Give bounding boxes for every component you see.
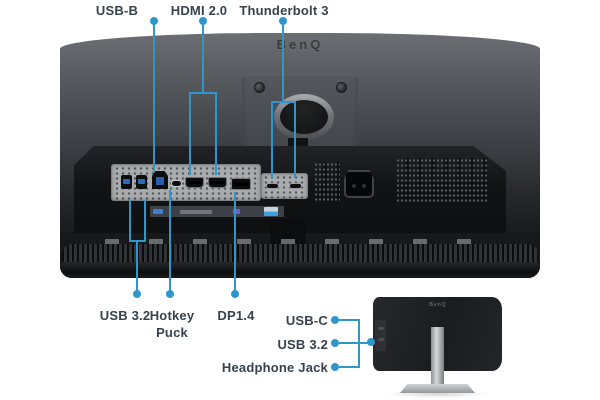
- info-label-strip: [150, 206, 284, 217]
- hdmi-callout-line-1: [189, 92, 191, 175]
- small-monitor-shadow: [386, 390, 488, 398]
- hotkey-callout-line: [169, 190, 171, 292]
- side-ports-target-dot: [367, 338, 375, 346]
- stand-mount-hole: [280, 100, 328, 134]
- displayport-port-icon: [231, 178, 251, 190]
- usb32-callout-stem: [136, 240, 138, 292]
- hdmi-port-icon: [208, 177, 227, 188]
- benq-logo-main: BenQ: [276, 37, 324, 52]
- label-text-marks: [180, 210, 212, 214]
- hotkey-callout-dot: [166, 290, 174, 298]
- label-chip: [153, 209, 163, 214]
- stand-base: [400, 384, 475, 393]
- usb32-callout-line-1: [129, 200, 131, 242]
- bottom-edge-tabs: [105, 239, 497, 244]
- side-port-slot: [378, 327, 384, 330]
- headphone-callout-dot: [331, 363, 339, 371]
- side-io-cover: [375, 320, 386, 351]
- vent-grid-right: [396, 158, 488, 204]
- callout-label-thunderbolt: Thunderbolt 3: [239, 3, 329, 18]
- thunderbolt3-port-icon: [266, 183, 279, 189]
- headphone-callout-line: [339, 366, 360, 368]
- callout-label-usb32-side: USB 3.2: [277, 337, 328, 352]
- thunderbolt3-port-icon: [289, 183, 302, 189]
- thunderbolt-callout-line-2: [294, 101, 296, 178]
- hotkey-puck-port-icon: [171, 180, 182, 187]
- usb-b-callout-line: [153, 23, 155, 172]
- usb-b-callout-dot: [150, 17, 158, 25]
- callout-label-hdmi: HDMI 2.0: [170, 3, 228, 18]
- benq-logo-small: BenQ: [429, 302, 447, 308]
- kensington-lock-icon: [509, 188, 514, 201]
- callout-label-hotkey-puck: Hotkey Puck: [149, 308, 195, 340]
- callout-label-usb-b: USB-B: [95, 3, 139, 18]
- usb-a-port-icon: [121, 175, 132, 189]
- stand-column: [431, 327, 444, 387]
- main-monitor-rear: BenQ: [60, 33, 540, 278]
- usb-b-port-icon: [152, 171, 168, 189]
- thunderbolt-callout-stem: [282, 23, 284, 103]
- hdmi-callout-dot: [199, 17, 207, 25]
- usb32-callout-dot: [133, 290, 141, 298]
- label-chip: [233, 209, 240, 214]
- side-callout-stem: [358, 342, 370, 344]
- usb32-side-callout-line: [339, 342, 360, 344]
- dp-callout-dot: [231, 290, 239, 298]
- vesa-screw-right-icon: [336, 82, 347, 93]
- usb32-side-callout-dot: [331, 339, 339, 347]
- callout-label-headphone-jack: Headphone Jack: [221, 360, 328, 375]
- vent-grid-left: [314, 162, 340, 202]
- hdmi-port-icon: [185, 177, 204, 188]
- thunderbolt-callout-bracket: [271, 101, 296, 103]
- callout-label-dp14: DP1.4: [217, 308, 255, 323]
- label-badge: [264, 207, 278, 216]
- ac-power-inlet-icon: [344, 170, 374, 198]
- callout-label-usb32: USB 3.2: [99, 308, 151, 323]
- thunderbolt-panel: [262, 174, 307, 198]
- usb-c-side-callout-line: [339, 319, 360, 321]
- dp-callout-line: [234, 192, 236, 292]
- usb-c-side-callout-dot: [331, 316, 339, 324]
- thunderbolt-callout-line-1: [271, 101, 273, 178]
- io-panel: [112, 165, 260, 200]
- side-port-slot: [378, 338, 384, 341]
- usb32-callout-line-2: [144, 200, 146, 242]
- hdmi-callout-bracket: [189, 92, 217, 94]
- hdmi-callout-line-2: [215, 92, 217, 175]
- thunderbolt-callout-dot: [279, 17, 287, 25]
- hdmi-callout-stem: [202, 23, 204, 94]
- bottom-lip: [60, 262, 540, 278]
- usb-a-port-icon: [136, 175, 147, 189]
- callout-label-usb-c: USB-C: [285, 313, 328, 328]
- vesa-screw-left-icon: [254, 82, 265, 93]
